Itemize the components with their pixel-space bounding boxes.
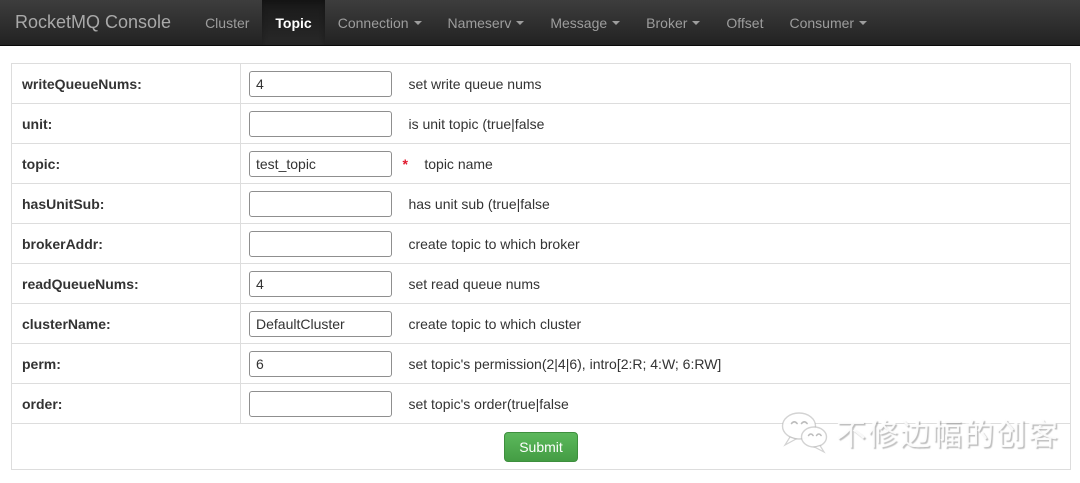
nav-item-nameserv[interactable]: Nameserv xyxy=(435,0,538,45)
order-label: order: xyxy=(22,395,63,412)
nav-item-offset[interactable]: Offset xyxy=(713,0,776,45)
writeQueueNums-label: writeQueueNums: xyxy=(22,75,142,92)
clusterName-label: clusterName: xyxy=(22,315,111,332)
topic-input[interactable] xyxy=(249,150,392,177)
form-row: order: set topic's order(true|false xyxy=(11,383,1071,424)
readQueueNums-input[interactable] xyxy=(249,270,392,297)
form-row: readQueueNums: set read queue nums xyxy=(11,263,1071,304)
caret-down-icon xyxy=(516,21,525,25)
caret-down-icon xyxy=(692,21,701,25)
caret-down-icon xyxy=(859,21,868,25)
perm-input[interactable] xyxy=(249,350,392,377)
perm-label: perm: xyxy=(22,355,61,372)
nav-item-connection[interactable]: Connection xyxy=(325,0,435,45)
field-description: set topic's permission(2|4|6), intro[2:R… xyxy=(408,355,722,372)
field-description: topic name xyxy=(424,155,493,172)
hasUnitSub-label: hasUnitSub: xyxy=(22,195,105,212)
brand-rocketmq-console[interactable]: RocketMQ Console xyxy=(15,12,172,32)
form-row: hasUnitSub: has unit sub (true|false xyxy=(11,183,1071,224)
brokerAddr-label: brokerAddr: xyxy=(22,235,103,252)
form-row: brokerAddr: create topic to which broker xyxy=(11,223,1071,264)
hasUnitSub-input[interactable] xyxy=(249,190,392,217)
create-topic-form: writeQueueNums: set write queue nums uni… xyxy=(11,63,1071,470)
nav-item-label: Topic xyxy=(275,14,312,31)
unit-input[interactable] xyxy=(249,110,392,137)
nav-item-label: Connection xyxy=(337,14,409,31)
field-description: has unit sub (true|false xyxy=(408,195,550,212)
form-row: writeQueueNums: set write queue nums xyxy=(11,63,1071,104)
readQueueNums-label: readQueueNums: xyxy=(22,275,139,292)
nav-menu: Cluster Topic Connection Nameserv Messag… xyxy=(192,0,880,45)
form-row: clusterName: create topic to which clust… xyxy=(11,303,1071,344)
field-description: set read queue nums xyxy=(408,275,540,292)
topic-label: topic: xyxy=(22,155,61,172)
field-description: create topic to which cluster xyxy=(408,315,582,332)
field-description: create topic to which broker xyxy=(408,235,580,252)
caret-down-icon xyxy=(413,21,422,25)
field-description: set topic's order(true|false xyxy=(408,395,569,412)
submit-button[interactable]: Submit xyxy=(504,431,578,462)
nav-item-message[interactable]: Message xyxy=(537,0,633,45)
nav-item-label: Nameserv xyxy=(447,14,512,31)
form-row: topic: * topic name xyxy=(11,143,1071,184)
caret-down-icon xyxy=(612,21,621,25)
nav-item-broker[interactable]: Broker xyxy=(633,0,713,45)
form-table-body: writeQueueNums: set write queue nums uni… xyxy=(11,63,1071,470)
nav-item-cluster[interactable]: Cluster xyxy=(192,0,262,45)
submit-row: Submit xyxy=(11,423,1071,470)
writeQueueNums-input[interactable] xyxy=(249,70,392,97)
nav-item-label: Consumer xyxy=(789,14,855,31)
clusterName-input[interactable] xyxy=(249,310,392,337)
brokerAddr-input[interactable] xyxy=(249,230,392,257)
nav-item-label: Offset xyxy=(726,14,764,31)
nav-item-label: Cluster xyxy=(205,14,250,31)
nav-item-label: Broker xyxy=(646,14,688,31)
nav-item-consumer[interactable]: Consumer xyxy=(776,0,880,45)
unit-label: unit: xyxy=(22,115,53,132)
field-description: set write queue nums xyxy=(408,75,542,92)
form-row: perm: set topic's permission(2|4|6), int… xyxy=(11,343,1071,384)
nav-item-topic[interactable]: Topic xyxy=(262,0,325,45)
form-row: unit: is unit topic (true|false xyxy=(11,103,1071,144)
nav-item-label: Message xyxy=(550,14,608,31)
top-navbar: RocketMQ Console Cluster Topic Connectio… xyxy=(0,0,1080,46)
required-asterisk: * xyxy=(402,155,408,172)
field-description: is unit topic (true|false xyxy=(408,115,545,132)
order-input[interactable] xyxy=(249,390,392,417)
